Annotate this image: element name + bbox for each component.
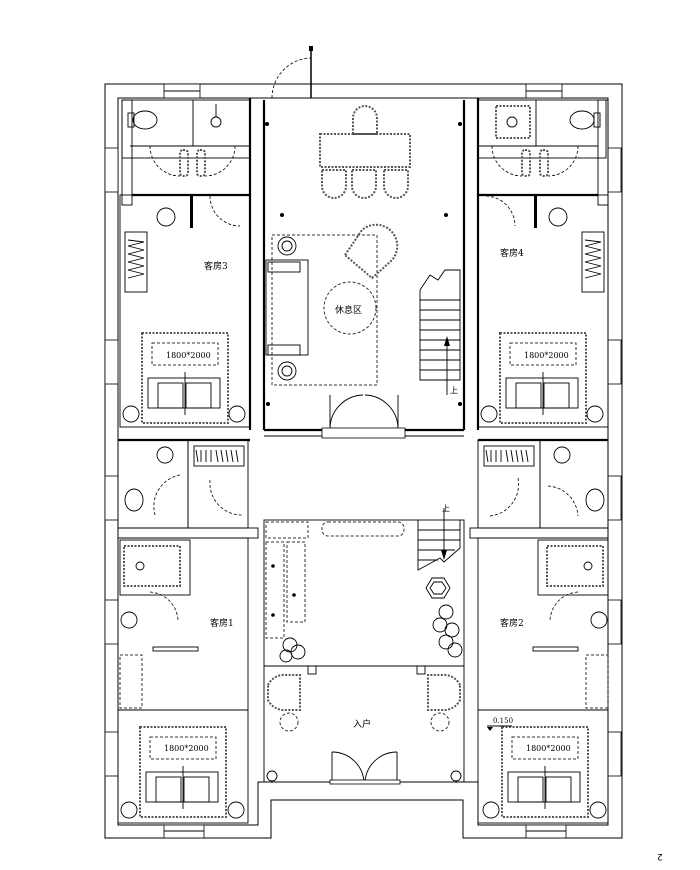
upper-staircase [419, 269, 461, 395]
bed-size-label-guest1: 1800*2000 [164, 744, 209, 753]
bed-room3 [122, 332, 246, 424]
entry-hall-furniture [265, 521, 462, 785]
room-label-guest1: 客房1 [210, 619, 234, 629]
lounge-seating [265, 223, 399, 386]
elevation-marker [487, 725, 512, 731]
outer-walls [104, 46, 623, 839]
hex-planter [425, 577, 451, 599]
stair-up-label-lower: 上 [442, 504, 450, 513]
bed-size-label-guest3: 1800*2000 [166, 351, 211, 360]
lounge-doors [329, 394, 399, 429]
elevation-label: 0.150 [493, 717, 514, 725]
bed-room2 [482, 726, 607, 819]
lower-staircase [417, 508, 461, 571]
light-points [265, 122, 462, 406]
room-label-lounge: 休息区 [335, 306, 363, 316]
bed-size-label-guest4: 1800*2000 [524, 351, 569, 360]
bed-room4 [480, 332, 604, 424]
room-label-guest3: 客房3 [204, 262, 228, 272]
bath-3-fixtures [124, 104, 241, 293]
bath-4-fixtures [485, 105, 605, 293]
dining-set [319, 105, 411, 199]
room-label-guest2: 客房2 [500, 619, 524, 629]
bed-size-label-guest2: 1800*2000 [526, 744, 571, 753]
stair-up-label-upper: 上 [450, 386, 458, 395]
plants [279, 604, 463, 663]
room-label-entry: 入户 [353, 720, 372, 730]
room-label-guest4: 客房4 [500, 249, 524, 259]
bath-2-fixtures [483, 445, 609, 709]
page-number: 2 [657, 851, 663, 861]
bath-1-fixtures [119, 445, 245, 709]
bed-room1 [120, 726, 245, 819]
